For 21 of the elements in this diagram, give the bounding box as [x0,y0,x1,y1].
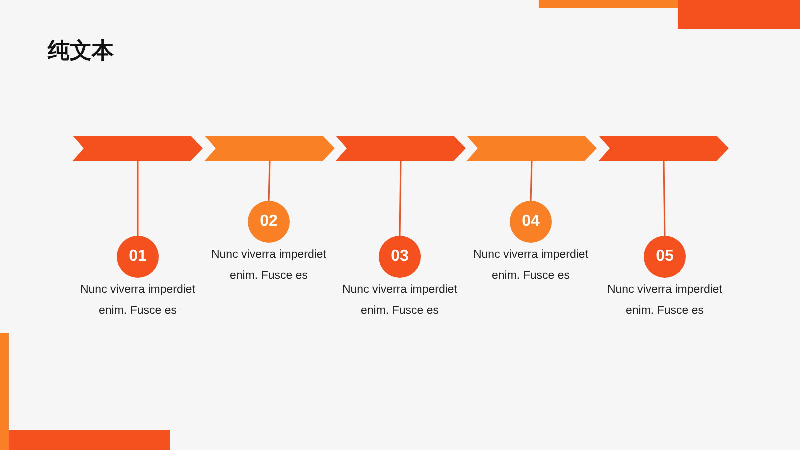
number-circle: 05 [644,236,686,278]
chevron-shape [599,136,729,161]
chevron-shape [467,136,597,161]
slide-title: 纯文本 [48,37,114,65]
connector-line [663,160,666,236]
chevron-shape [205,136,335,161]
chevron-shape [336,136,466,161]
number-circle: 01 [117,236,159,278]
connector-line [268,160,271,202]
connector-line [137,161,139,236]
number-circle: 02 [248,201,290,243]
chevron-shape [73,136,203,161]
description-text: Nunc viverra imperdiet enim. Fusce es [341,283,459,319]
connector-line [530,160,533,202]
description-text: Nunc viverra imperdiet enim. Fusce es [210,248,328,284]
number-circle: 03 [379,236,421,278]
description-text: Nunc viverra imperdiet enim. Fusce es [472,248,590,284]
number-circle: 04 [510,201,552,243]
description-text: Nunc viverra imperdiet enim. Fusce es [79,283,197,319]
description-text: Nunc viverra imperdiet enim. Fusce es [606,283,724,319]
connector-line [399,160,402,236]
